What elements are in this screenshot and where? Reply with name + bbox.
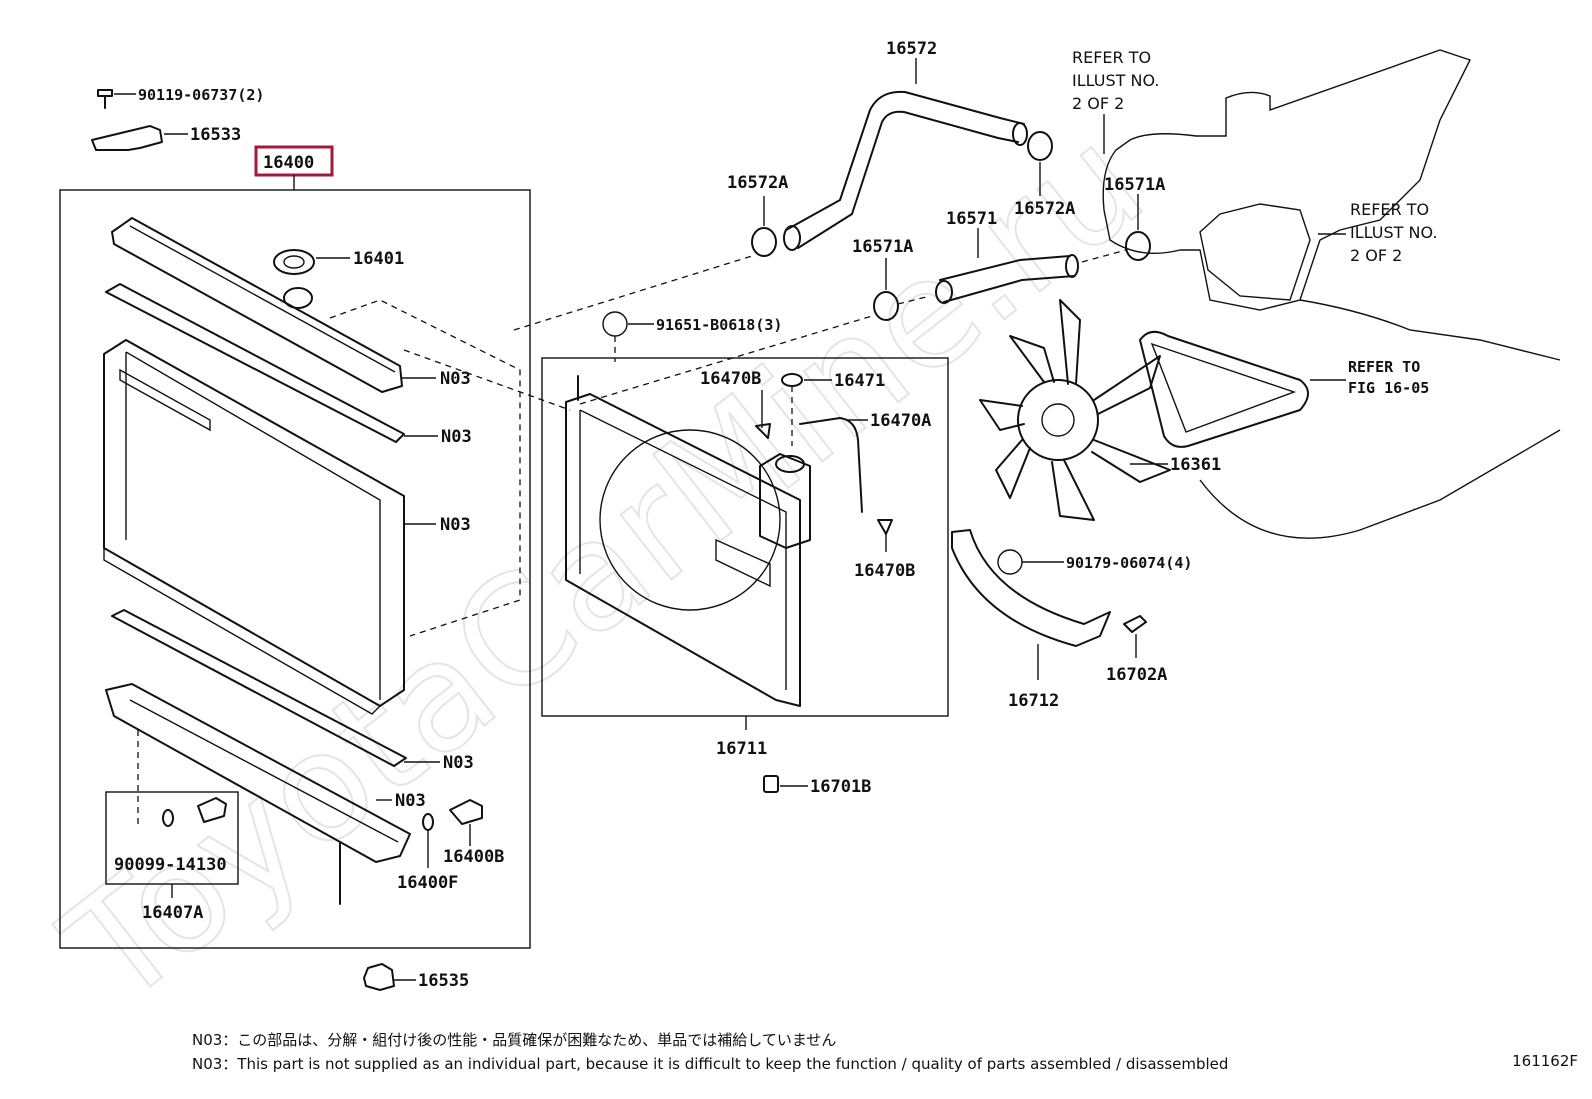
- upper-radiator-hose-icon: [785, 90, 1025, 231]
- watermark: ToyotaCarMine.ru: [34, 94, 1175, 1038]
- label-16400f: 16400F: [397, 873, 458, 893]
- refer-illust-top: REFER TO ILLUST NO. 2 OF 2: [1072, 48, 1159, 113]
- label-16702a: 16702A: [1106, 665, 1167, 685]
- o-ring-icon: [422, 813, 434, 831]
- label-16470b-top: 16470B: [700, 369, 761, 389]
- label-16571a-right: 16571A: [1104, 175, 1165, 195]
- overflow-hose-icon: [799, 417, 863, 513]
- figure-id: 161162F: [1512, 1052, 1578, 1070]
- drive-belt-icon: [1139, 330, 1309, 448]
- label-16572a-right: 16572A: [1014, 199, 1075, 219]
- label-16535: 16535: [418, 971, 469, 991]
- svg-text:2 OF 2: 2 OF 2: [1350, 246, 1402, 265]
- svg-text:ILLUST NO.: ILLUST NO.: [1350, 223, 1437, 242]
- callout-n-marker: [997, 549, 1023, 575]
- label-90179: 90179-06074(4): [1066, 554, 1192, 572]
- cap-icon: [283, 287, 313, 309]
- bolt-icon: [97, 89, 113, 109]
- engine-outline: [1102, 49, 1471, 311]
- drain-plug-icon: [449, 799, 483, 825]
- radiator-assembly-frame: [59, 189, 531, 949]
- label-16701b: 16701B: [810, 777, 871, 797]
- fan-shroud-frame: [541, 357, 949, 717]
- hose-clamp-icon: [751, 227, 777, 257]
- label-16361: 16361: [1170, 455, 1221, 475]
- lower-radiator-hose-icon: [939, 255, 1071, 281]
- bracket-icon: [91, 125, 163, 151]
- svg-text:REFER TO: REFER TO: [1072, 48, 1151, 67]
- label-16401: 16401: [353, 249, 404, 269]
- label-16572: 16572: [886, 39, 937, 59]
- reservoir-tank-icon: [759, 453, 811, 549]
- footnotes: N03：この部品は、分解・組付け後の性能・品質確保が困難なため、単品では補給して…: [192, 1028, 1228, 1076]
- label-91651: 91651-B0618(3): [656, 316, 782, 334]
- svg-text:2 OF 2: 2 OF 2: [1072, 94, 1124, 113]
- label-16572a-left: 16572A: [727, 173, 788, 193]
- note-japanese: N03：この部品は、分解・組付け後の性能・品質確保が困難なため、単品では補給して…: [192, 1031, 837, 1049]
- lower-gasket-icon: [111, 609, 407, 767]
- svg-text:ILLUST NO.: ILLUST NO.: [1072, 71, 1159, 90]
- svg-text:REFER TO: REFER TO: [1350, 200, 1429, 219]
- lower-fan-shroud-icon: [951, 529, 1111, 647]
- svg-text:FIG 16-05: FIG 16-05: [1348, 379, 1429, 397]
- label-16571: 16571: [946, 209, 997, 229]
- label-n03-upper-gasket: N03: [441, 427, 472, 447]
- label-16407a: 16407A: [142, 903, 203, 923]
- clip-icon: [877, 519, 893, 535]
- radiator-group: 90119-06737(2) 16533 16400 N03 16401 N03: [59, 86, 571, 991]
- fan-group: REFER TO ILLUST NO. 2 OF 2 REFER TO ILLU…: [951, 48, 1561, 711]
- label-16533: 16533: [190, 125, 241, 145]
- svg-text:REFER TO: REFER TO: [1348, 358, 1420, 376]
- gasket-ring-icon: [162, 809, 174, 827]
- label-n03-upper-tank: N03: [440, 369, 471, 389]
- refer-fig: REFER TO FIG 16-05: [1348, 358, 1429, 397]
- label-16711: 16711: [716, 739, 767, 759]
- label-16470b-bottom: 16470B: [854, 561, 915, 581]
- hose-clamp-icon: [1027, 131, 1053, 161]
- label-n03-lower-gasket: N03: [443, 753, 474, 773]
- fan-shroud-icon: [565, 393, 801, 707]
- retainer-clip-icon: [1123, 615, 1147, 633]
- label-90119: 90119-06737(2): [138, 86, 264, 104]
- drain-cock-icon: [197, 797, 227, 823]
- label-n03-lower-tank: N03: [395, 791, 426, 811]
- grommet-icon: [763, 775, 779, 793]
- label-16712: 16712: [1008, 691, 1059, 711]
- clip-icon: [755, 423, 771, 439]
- label-n03-core: N03: [440, 515, 471, 535]
- label-16400[interactable]: 16400: [263, 153, 314, 173]
- upper-gasket-icon: [105, 283, 405, 443]
- hose-clamp-icon: [873, 291, 899, 321]
- label-16470a: 16470A: [870, 411, 931, 431]
- hose-clamp-icon: [1125, 231, 1151, 261]
- callout-b-marker: [602, 311, 628, 337]
- refer-illust-right: REFER TO ILLUST NO. 2 OF 2: [1350, 200, 1437, 265]
- label-90099: 90099-14130: [114, 855, 227, 875]
- cooling-fan-icon: [979, 299, 1171, 521]
- cap-seat-icon: [273, 249, 315, 275]
- label-16571a-left: 16571A: [852, 237, 913, 257]
- upper-tank-icon: [111, 217, 403, 393]
- lower-tank-icon: [105, 683, 411, 863]
- label-16400b: 16400B: [443, 847, 504, 867]
- note-english: N03：This part is not supplied as an indi…: [192, 1055, 1229, 1073]
- cushion-icon: [363, 963, 395, 991]
- hose-group: 16572 16572A 16572A 16571 16571A 16571A …: [513, 39, 1165, 797]
- label-16471: 16471: [834, 371, 885, 391]
